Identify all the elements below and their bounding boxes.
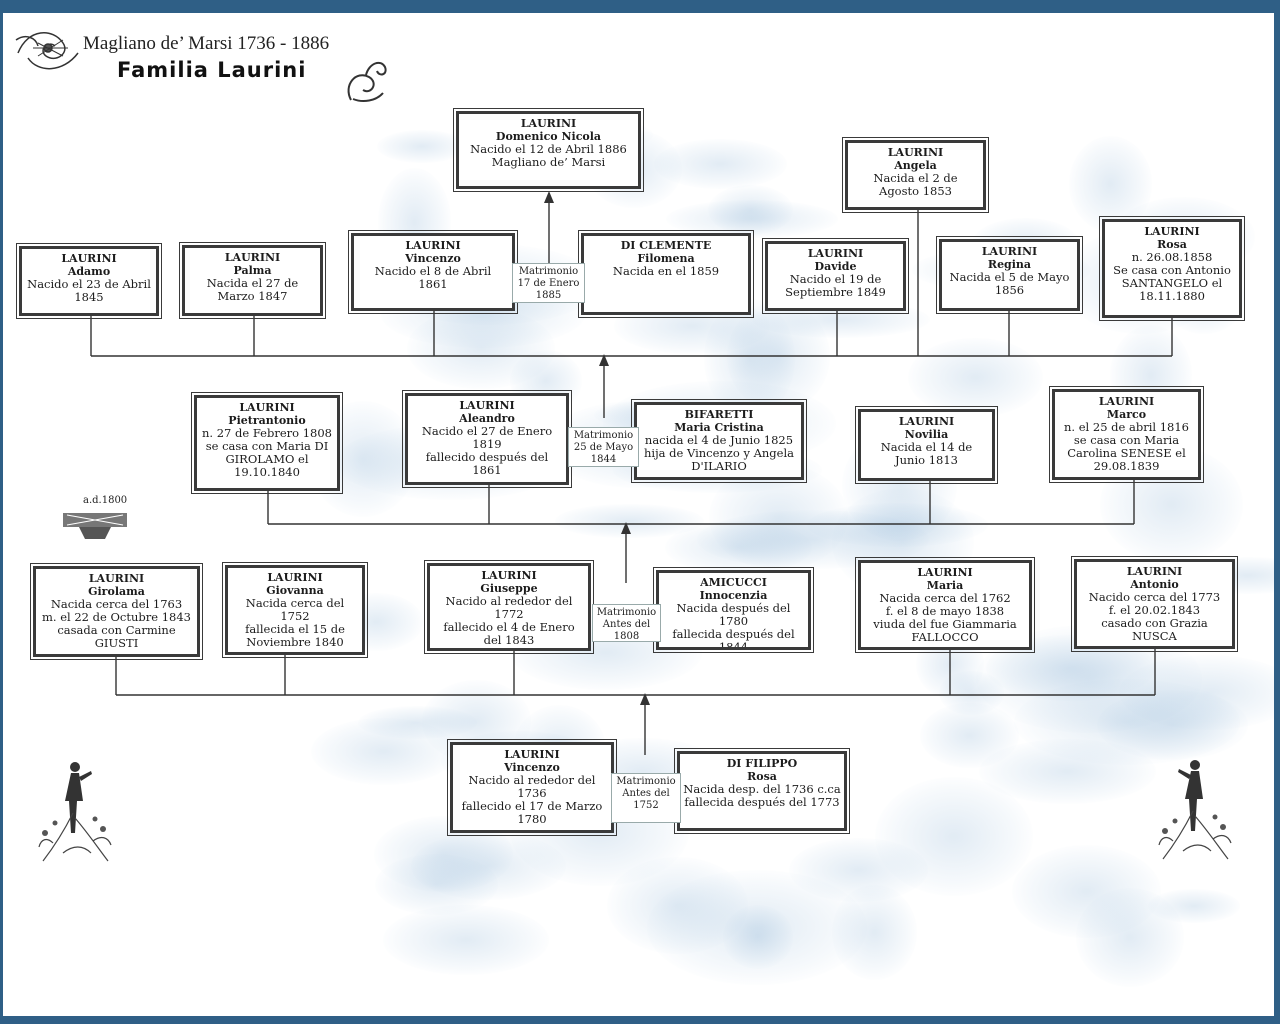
texture-speck (357, 706, 478, 739)
texture-speck (310, 718, 457, 786)
marriage-1844: Matrimonio 25 de Mayo 1844 (568, 427, 639, 467)
texture-speck (920, 702, 1020, 769)
person-regina: LAURINI Regina Nacida el 5 de Mayo 1856 (936, 236, 1083, 314)
texture-speck (1011, 844, 1162, 939)
person-giovanna: LAURINI Giovanna Nacida cerca del 1752 f… (222, 562, 368, 658)
texture-speck (697, 509, 930, 569)
person-maria: LAURINI Maria Nacida cerca del 1762 f. e… (855, 557, 1035, 653)
texture-speck (723, 905, 793, 969)
texture-speck (376, 129, 467, 164)
texture-speck (411, 832, 567, 901)
person-pietrantonio: LAURINI Pietrantonio n. 27 de Febrero 18… (191, 392, 343, 494)
texture-speck (1075, 887, 1185, 987)
person-innocenzia: AMICUCCI Innocenzia Nacida después del 1… (653, 567, 814, 653)
texture-speck (607, 857, 749, 954)
person-palma: LAURINI Palma Nacida el 27 de Marzo 1847 (179, 242, 326, 319)
texture-speck (654, 138, 787, 189)
person-filomena: DI CLEMENTE Filomena Nacida en el 1859 (578, 230, 754, 318)
texture-speck (383, 905, 549, 976)
person-maria-cristina: BIFARETTI Maria Cristina nacida el 4 de … (631, 399, 807, 483)
texture-speck (406, 308, 556, 389)
person-aleandro: LAURINI Aleandro Nacido el 27 de Enero 1… (402, 390, 572, 488)
figure-ornament-left-icon (38, 762, 112, 862)
marriage-1808: Matrimonio Antes del 1808 (592, 604, 661, 642)
texture-speck (832, 884, 917, 980)
basket-ornament-icon (63, 513, 127, 539)
swirl-ornament-icon (347, 61, 387, 102)
era-label: a.d.1800 (83, 495, 128, 506)
ornament-icon (15, 32, 79, 70)
person-rosa-1736: DI FILIPPO Rosa Nacida desp. del 1736 c.… (674, 748, 850, 834)
figure-ornament-right-icon (1158, 760, 1232, 860)
person-vincenzo-1861: LAURINI Vincenzo Nacido el 8 de Abril 18… (348, 230, 518, 314)
person-angela: LAURINI Angela Nacida el 2 de Agosto 185… (842, 137, 989, 213)
connector-lines (90, 191, 1173, 755)
texture-speck (788, 837, 929, 902)
person-giuseppe: LAURINI Giuseppe Nacido al rededor del 1… (424, 560, 594, 654)
person-vincenzo-1736: LAURINI Vincenzo Nacido al rededor del 1… (447, 739, 617, 836)
texture-speck (666, 200, 839, 238)
texture-speck (647, 869, 867, 986)
texture-speck (807, 502, 989, 547)
person-davide: LAURINI Davide Nacido el 19 de Septiembr… (762, 238, 909, 314)
person-novilia: LAURINI Novilia Nacida el 14 de Junio 18… (855, 406, 998, 484)
marriage-1885: Matrimonio 17 de Enero 1885 (512, 263, 585, 303)
person-antonio: LAURINI Antonio Nacido cerca del 1773 f.… (1071, 556, 1238, 652)
texture-speck (907, 337, 1044, 418)
texture-speck (978, 738, 1156, 805)
texture-speck (1118, 655, 1274, 731)
texture-speck (874, 776, 1033, 896)
texture-speck (1068, 136, 1152, 232)
family-tree-page: Magliano de’ Marsi 1736 - 1886 Familia L… (3, 13, 1274, 1016)
marriage-1752: Matrimonio Antes del 1752 (611, 773, 681, 823)
person-domenico: LAURINI Domenico Nicola Nacido el 12 de … (453, 108, 644, 192)
person-rosa-1858: LAURINI Rosa n. 26.08.1858 Se casa con A… (1099, 216, 1245, 321)
texture-speck (708, 464, 848, 570)
person-girolama: LAURINI Girolama Nacida cerca del 1763 m… (30, 563, 203, 660)
texture-speck (704, 299, 795, 418)
texture-speck (1014, 679, 1240, 765)
person-adamo: LAURINI Adamo Nacido el 23 de Abril 1845 (16, 243, 162, 319)
texture-speck (374, 853, 498, 916)
texture-speck (1148, 888, 1240, 924)
title-family: Familia Laurini (117, 58, 307, 82)
texture-speck (664, 520, 813, 574)
person-marco: LAURINI Marco n. el 25 de abril 1816 se … (1049, 386, 1204, 483)
title-place: Magliano de’ Marsi 1736 - 1886 (83, 33, 330, 54)
texture-speck (708, 185, 793, 236)
texture-speck (1097, 690, 1248, 761)
